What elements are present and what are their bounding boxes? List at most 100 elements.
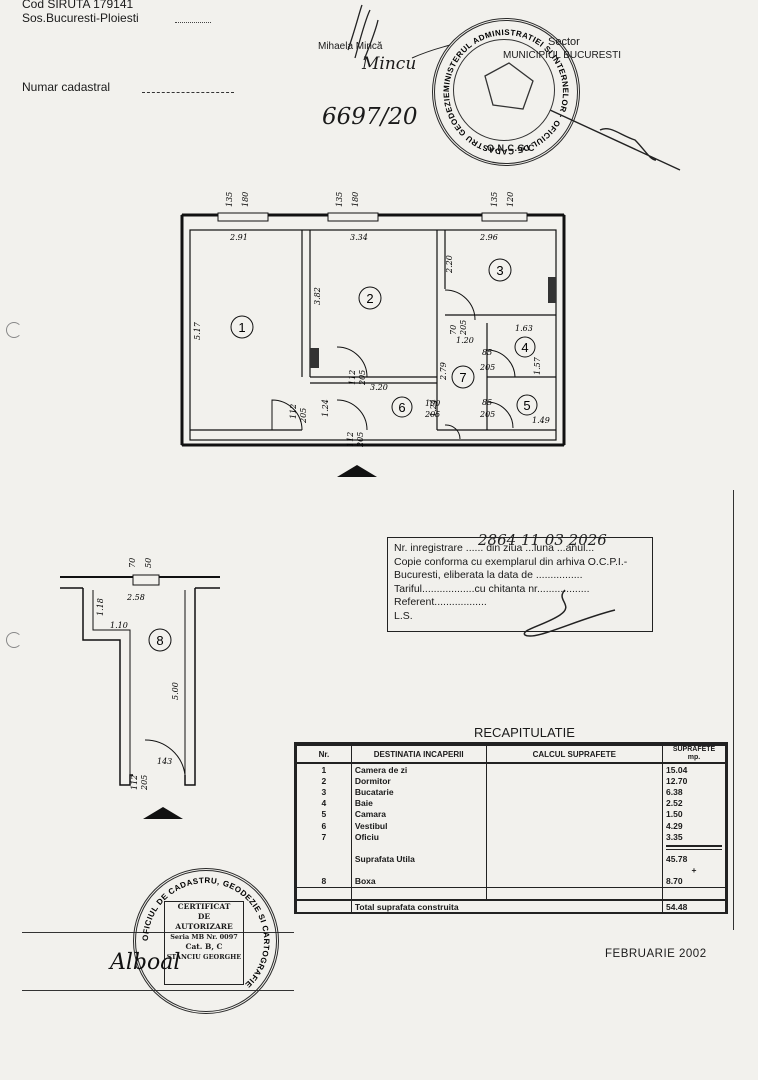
svg-text:1.18: 1.18 — [96, 598, 105, 616]
referent-signature — [523, 589, 616, 637]
stamp-sector: Sector — [548, 36, 580, 48]
svg-text:180: 180 — [351, 192, 360, 207]
room-7-marker — [451, 365, 475, 389]
cadastral-number-handwritten: 6697/20 — [322, 104, 418, 130]
room-3-label: 3 — [496, 263, 503, 278]
dim-room2-width: 3.34 — [350, 233, 368, 242]
svg-text:85: 85 — [482, 348, 492, 357]
cadastral-label: Numar cadastral — [22, 80, 111, 94]
room-3-marker — [488, 258, 512, 282]
dim-room1-height: 5.17 — [193, 321, 202, 340]
entrance-arrow-icon — [337, 465, 377, 477]
col-suprafete: SUPRAFETE mp. — [662, 744, 726, 764]
room-2-marker — [358, 286, 382, 310]
col-calcul: CALCUL SUPRAFETE — [485, 744, 664, 764]
copy-conformity-stamp: Nr. inregistrare ...... din ziua ...luna… — [387, 537, 653, 632]
svg-text:1.63: 1.63 — [515, 324, 533, 333]
svg-text:205: 205 — [140, 775, 149, 791]
svg-text:1.24: 1.24 — [321, 399, 330, 417]
svg-text:143: 143 — [157, 757, 172, 766]
svg-text:205: 205 — [479, 410, 495, 419]
svg-text:112: 112 — [289, 404, 298, 419]
svg-text:112: 112 — [348, 370, 357, 385]
room-1-label: 1 — [238, 320, 245, 335]
svg-text:100: 100 — [425, 399, 440, 408]
room-8-label: 8 — [156, 633, 163, 648]
svg-text:50: 50 — [144, 558, 153, 568]
bottom-round-stamp: OFICIUL DE CADASTRU, GEODEZIE SI CARTOGR… — [133, 868, 279, 1014]
storage-box-plan: 8 70 50 2.58 5.00 1.10 1.18 143 112 205 — [60, 558, 220, 791]
stamp-ring-text: MINISTERUL ADMINISTRATIEI SI INTERNELOR … — [435, 21, 570, 156]
siruta-code: Cod SIRUTA 179141 — [22, 0, 134, 11]
stamp-issued-line: Bucuresti, eliberata la data de ........… — [394, 569, 583, 581]
right-margin-line — [733, 490, 734, 930]
signature-name: Mihaela Mincă — [318, 41, 383, 52]
svg-text:112: 112 — [346, 432, 355, 447]
cadastral-line — [142, 92, 234, 93]
room-2-label: 2 — [366, 291, 373, 306]
address: Sos.Bucuresti-Ploiesti — [22, 11, 139, 25]
svg-text:135: 135 — [225, 192, 234, 207]
stamp-inner-ring — [453, 39, 555, 141]
address-dots — [175, 22, 211, 23]
top-round-stamp: MINISTERUL ADMINISTRATIEI SI INTERNELOR … — [432, 18, 580, 166]
svg-text:112: 112 — [130, 775, 139, 790]
svg-text:205: 205 — [356, 432, 365, 448]
svg-text:205: 205 — [358, 370, 367, 386]
svg-text:205: 205 — [299, 408, 308, 424]
dim-room1-width: 2.91 — [229, 233, 248, 242]
room-4-marker — [514, 336, 536, 358]
svg-text:70: 70 — [449, 325, 458, 335]
col-nr: Nr. — [296, 744, 352, 764]
svg-text:180: 180 — [241, 192, 250, 207]
inner-wall — [189, 229, 557, 441]
dim-box-height: 5.00 — [171, 682, 180, 700]
svg-text:3.20: 3.20 — [370, 383, 388, 392]
room-1-marker — [230, 315, 254, 339]
binder-hole — [6, 322, 22, 338]
dim-box-width: 2.58 — [126, 593, 145, 602]
stamp-registration-handwritten: 2864 11 03 2026 — [478, 531, 607, 549]
dim-room3-height: 2.20 — [445, 255, 454, 274]
room-7-label: 7 — [459, 370, 466, 385]
svg-text:205: 205 — [424, 410, 440, 419]
document-date: FEBRUARIE 2002 — [605, 948, 707, 960]
authorized-signature: Alboal — [110, 950, 181, 975]
stamp-copy-line: Copie conforma cu exemplarul din arhiva … — [394, 555, 628, 568]
svg-text:135: 135 — [335, 192, 344, 207]
stamp-ls-line: L.S. — [394, 609, 413, 622]
svg-text:2.79: 2.79 — [439, 362, 448, 381]
signature-scrawl: Mincu — [362, 54, 417, 74]
stamp-tariff-line: Tariful..................cu chitanta nr.… — [394, 582, 590, 595]
certificate-box: CERTIFICAT DE AUTORIZARE Seria MB Nr. 00… — [164, 901, 244, 985]
svg-text:1.49: 1.49 — [532, 416, 550, 425]
col-destinatia: DESTINATIA INCAPERII — [350, 744, 487, 764]
bottom-stamp-ring: OFICIUL DE CADASTRU, GEODEZIE SI CARTOGR… — [141, 876, 271, 990]
svg-text:135: 135 — [490, 192, 499, 207]
room-5-label: 5 — [523, 398, 530, 413]
stamp-registration-line: Nr. inregistrare ...... din ziua ...luna… — [394, 542, 595, 554]
dim-room3-width: 2.96 — [479, 233, 498, 242]
room-5-marker — [516, 394, 538, 416]
box-entrance-arrow-icon — [143, 807, 183, 819]
svg-text:70: 70 — [128, 558, 137, 568]
svg-text:205: 205 — [459, 320, 468, 336]
svg-text:1.24: 1.24 — [429, 399, 438, 417]
stamp-bottom-text: O.N.C.G.C — [487, 143, 536, 153]
recap-table-frame: Nr. DESTINATIA INCAPERII CALCUL SUPRAFET… — [294, 742, 728, 915]
binder-hole — [6, 632, 22, 648]
room-8-marker — [148, 628, 172, 652]
room-6-marker — [391, 396, 413, 418]
svg-text:120: 120 — [506, 192, 515, 207]
dim-room2-height: 3.82 — [313, 287, 322, 305]
room-4-label: 4 — [521, 340, 528, 355]
svg-text:1.10: 1.10 — [110, 621, 128, 630]
